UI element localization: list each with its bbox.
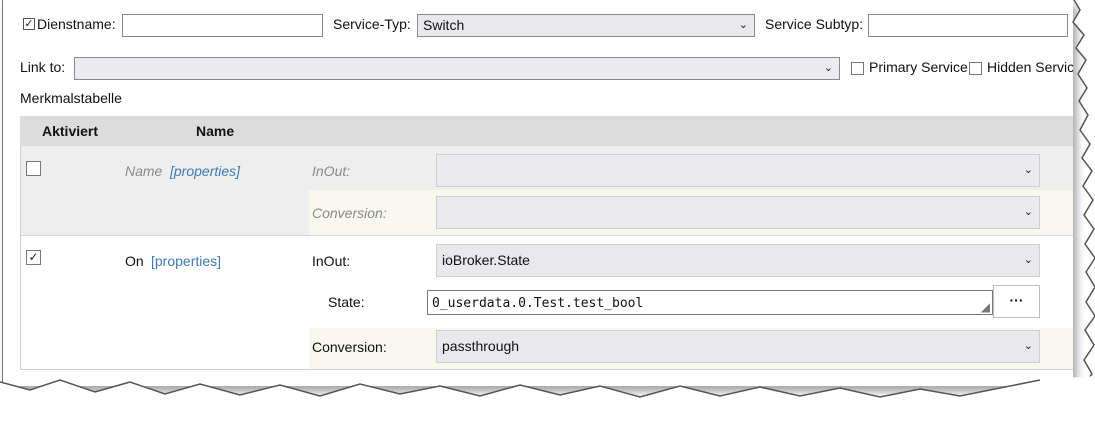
- row-divider: [21, 235, 1073, 236]
- row-state-label: State:: [328, 294, 365, 310]
- column-header-active: Aktiviert: [42, 123, 99, 139]
- hidden-service-label: Hidden Servic: [987, 59, 1073, 75]
- row-properties-link[interactable]: [properties]: [170, 163, 241, 179]
- chevron-down-icon: ⌄: [738, 19, 748, 31]
- row-conversion-label: Conversion:: [312, 339, 387, 355]
- service-name-label: Dienstname:: [37, 16, 116, 32]
- service-type-value: Switch: [423, 17, 465, 33]
- table-header: [20, 116, 1073, 146]
- table-body: [20, 146, 1073, 370]
- resize-handle-icon[interactable]: ◢: [980, 300, 990, 314]
- link-to-label: Link to:: [20, 59, 66, 75]
- link-to-select[interactable]: ⌄: [74, 57, 840, 80]
- service-type-label: Service-Typ:: [333, 16, 411, 32]
- service-type-select[interactable]: Switch ⌄: [417, 14, 755, 37]
- row-conversion-select[interactable]: passthrough ⌄: [436, 330, 1040, 363]
- row-conversion-select[interactable]: ⌄: [436, 196, 1040, 229]
- table-title: Merkmalstabelle: [20, 90, 122, 106]
- row-name: Name: [125, 163, 163, 179]
- torn-edge-bottom: [0, 376, 1095, 410]
- state-browse-button[interactable]: ···: [993, 285, 1040, 318]
- row-inout-select[interactable]: ⌄: [436, 154, 1040, 187]
- service-name-checkbox[interactable]: ✓: [23, 18, 35, 30]
- chevron-down-icon: ⌄: [1023, 340, 1033, 352]
- chevron-down-icon: ⌄: [823, 62, 833, 74]
- primary-service-checkbox[interactable]: [851, 62, 864, 75]
- row-inout-label: InOut:: [312, 253, 351, 269]
- row-name: On: [125, 253, 144, 269]
- row-enabled-checkbox[interactable]: ✓: [26, 250, 41, 265]
- service-editor-panel: ✓ Dienstname: Service-Typ: Switch ⌄ Serv…: [2, 0, 1073, 386]
- row-state-value: 0_userdata.0.Test.test_bool: [432, 296, 644, 311]
- service-name-input[interactable]: [122, 14, 323, 37]
- service-subtype-input[interactable]: [868, 14, 1068, 37]
- row-enabled-checkbox[interactable]: [26, 161, 41, 176]
- row-inout-value: ioBroker.State: [442, 252, 530, 268]
- service-subtype-label: Service Subtyp:: [765, 16, 864, 32]
- row-conversion-label: Conversion:: [312, 205, 387, 221]
- primary-service-label: Primary Service: [869, 59, 968, 75]
- chevron-down-icon: ⌄: [1023, 164, 1033, 176]
- chevron-down-icon: ⌄: [1023, 206, 1033, 218]
- torn-edge-right: [1072, 0, 1095, 400]
- column-header-name: Name: [196, 123, 235, 139]
- row-inout-label: InOut:: [312, 163, 351, 179]
- row-properties-link[interactable]: [properties]: [151, 253, 222, 269]
- row-conversion-value: passthrough: [442, 338, 520, 354]
- chevron-down-icon: ⌄: [1023, 254, 1033, 266]
- hidden-service-checkbox[interactable]: [969, 62, 982, 75]
- row-inout-select[interactable]: ioBroker.State ⌄: [436, 244, 1040, 277]
- row-state-input[interactable]: 0_userdata.0.Test.test_bool ◢: [427, 290, 993, 315]
